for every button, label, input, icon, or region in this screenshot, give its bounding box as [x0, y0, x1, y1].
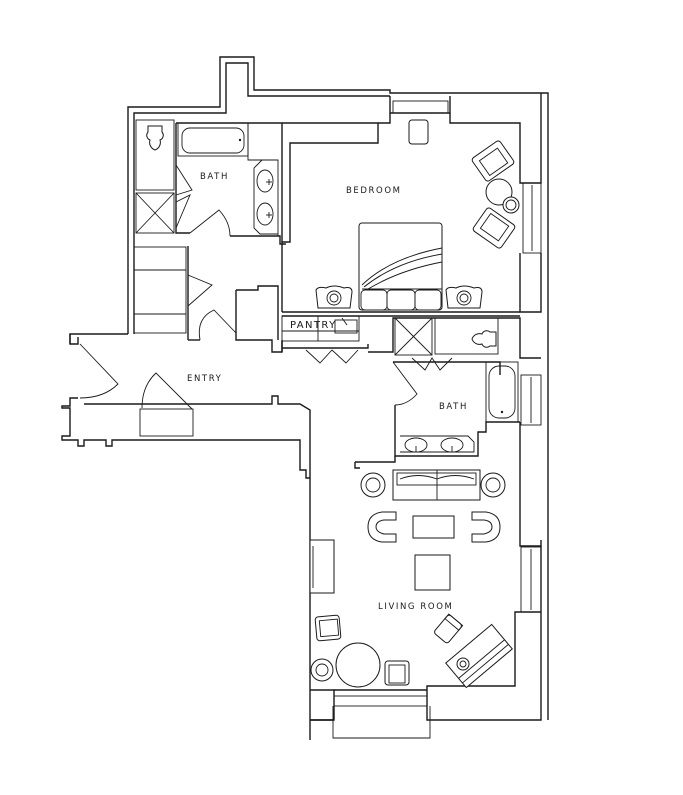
room-labels: BEDROOM BATH PANTRY ENTRY BATH LIVING RO…: [187, 172, 468, 612]
armchair-icon: [472, 207, 516, 249]
side-table-icon: [485, 178, 513, 206]
bedroom-furniture: [315, 100, 520, 311]
label-bath-upper: BATH: [200, 172, 229, 182]
label-bedroom: BEDROOM: [346, 186, 402, 196]
nightstand-icon: [445, 285, 483, 309]
label-entry: ENTRY: [187, 374, 222, 384]
chair-icon: [471, 511, 501, 543]
toilet-icon: [146, 125, 164, 151]
armchair-icon: [314, 614, 342, 642]
ottoman-icon: [414, 554, 451, 591]
label-living-room: LIVING ROOM: [378, 602, 453, 612]
armchair-icon: [434, 613, 464, 644]
closet: [133, 246, 213, 340]
upper-bath: [135, 119, 286, 245]
lamp-table-icon: [480, 472, 506, 498]
lamp-icon: [502, 196, 520, 214]
nightstand-icon: [315, 285, 353, 309]
chair-icon: [367, 511, 397, 543]
bed-icon: [358, 222, 443, 311]
lamp-table-icon: [360, 472, 386, 498]
bathtub-icon: [488, 365, 516, 419]
pantry: [281, 315, 369, 364]
entry: [61, 285, 311, 740]
toilet-icon: [471, 330, 497, 348]
sink-icon: [256, 169, 274, 193]
lower-bath: [354, 317, 542, 469]
sink-icon: [256, 202, 274, 226]
living-room: [309, 422, 542, 739]
dining-table-icon: [335, 642, 381, 688]
bathtub-icon: [181, 127, 245, 154]
cabinet-icon: [309, 539, 335, 594]
outer-walls: [127, 56, 549, 720]
entry-door: [79, 343, 119, 399]
label-pantry: PANTRY: [290, 320, 337, 331]
armchair-icon: [384, 660, 410, 686]
lamp-table-icon: [310, 658, 334, 682]
armchair-icon: [471, 140, 515, 182]
coffee-table-icon: [412, 515, 455, 539]
loveseat-icon: [445, 623, 513, 689]
label-bath-lower: BATH: [439, 402, 468, 412]
sofa-icon: [392, 469, 481, 501]
